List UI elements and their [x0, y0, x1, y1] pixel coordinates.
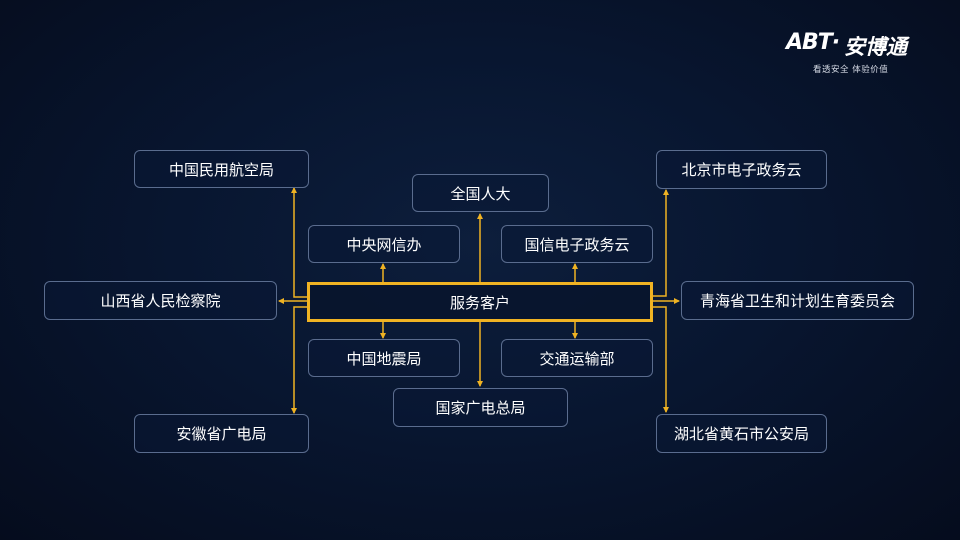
node-hubei-huangshi-police: 湖北省黄石市公安局 — [656, 414, 827, 453]
node-nrta: 国家广电总局 — [393, 388, 568, 427]
node-cac: 中央网信办 — [308, 225, 460, 263]
brand-logo: ABT· 安博通 看透安全 体验价值 — [786, 30, 926, 78]
logo-name: 安博通 — [844, 35, 907, 59]
node-caac: 中国民用航空局 — [134, 150, 309, 188]
node-shanxi-procuratorate: 山西省人民检察院 — [44, 281, 277, 320]
node-beijing-egov-cloud: 北京市电子政务云 — [656, 150, 827, 189]
node-guoxin-egov-cloud: 国信电子政务云 — [501, 225, 653, 263]
arrow-to-beijing — [653, 189, 669, 297]
arrow-to-caac — [291, 187, 307, 298]
node-cea: 中国地震局 — [308, 339, 460, 377]
node-anhui-radio-tv: 安徽省广电局 — [134, 414, 309, 453]
node-qinghai-health-commission: 青海省卫生和计划生育委员会 — [681, 281, 914, 320]
node-mot: 交通运输部 — [501, 339, 653, 377]
arrow-to-anhui — [291, 306, 307, 414]
center-node-service-customers: 服务客户 — [307, 282, 653, 322]
arrow-to-hubei — [653, 306, 669, 413]
logo-mark: ABT· — [786, 30, 840, 55]
node-npc: 全国人大 — [412, 174, 549, 212]
logo-slogan: 看透安全 体验价值 — [813, 65, 889, 75]
